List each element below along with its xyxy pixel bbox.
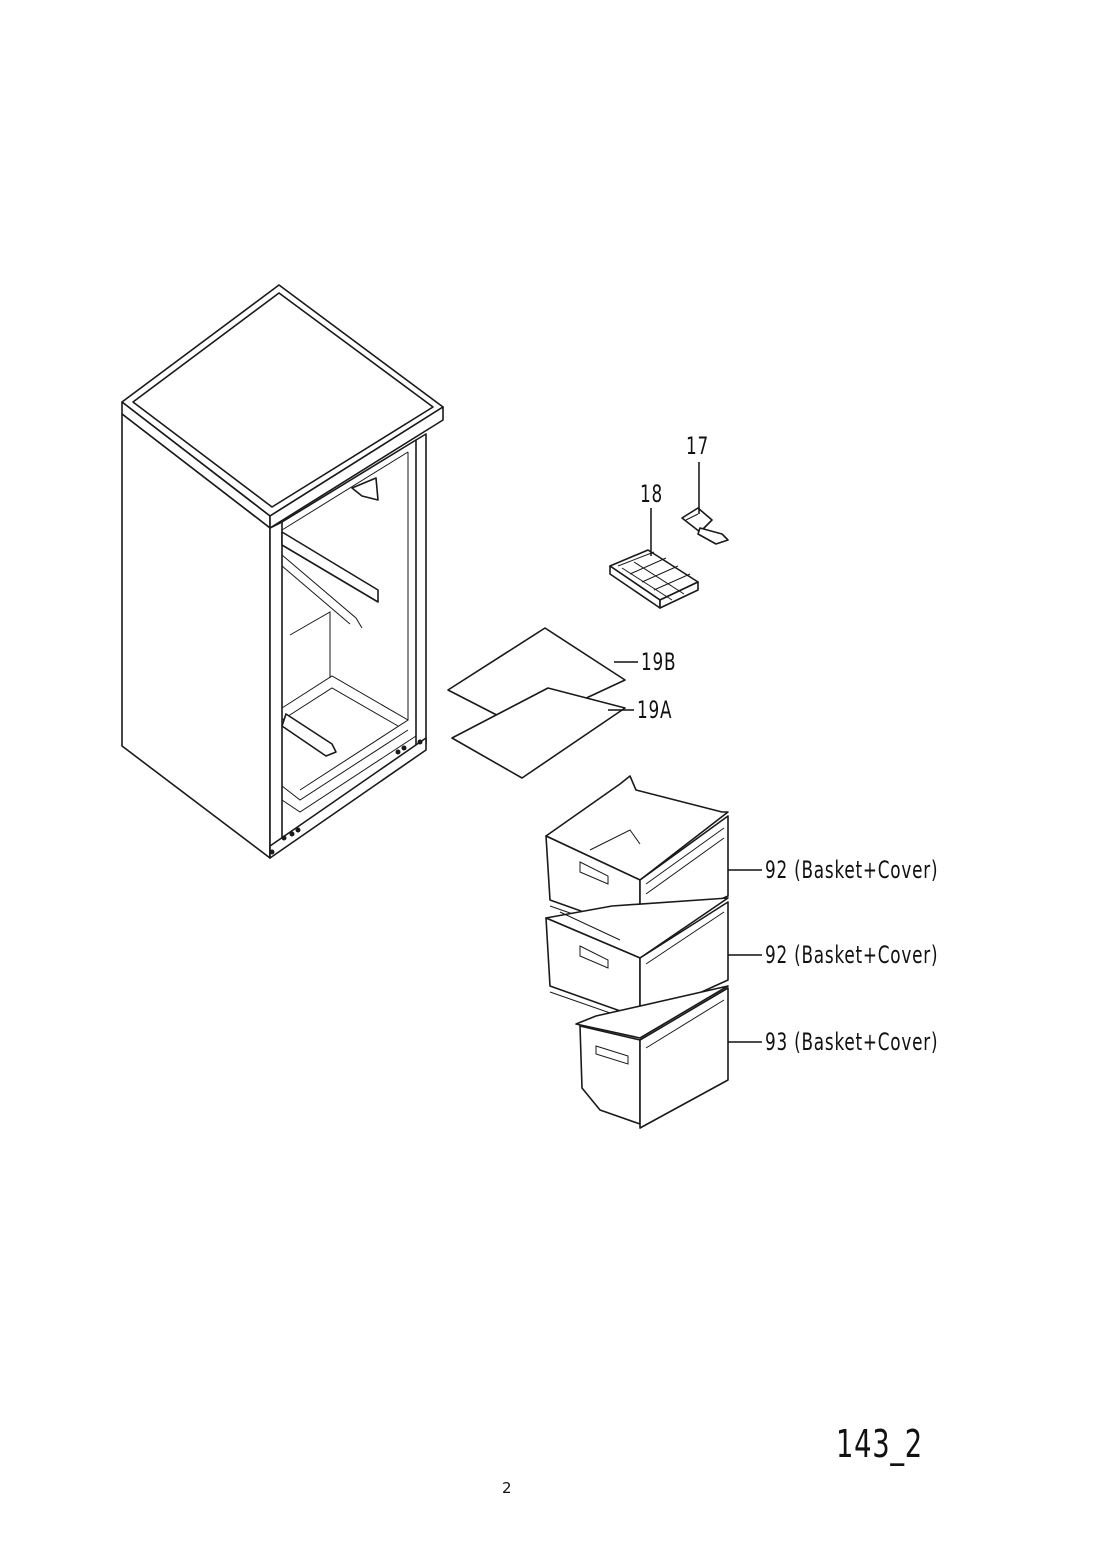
callout-basket-middle: 92 (Basket+Cover): [765, 941, 939, 969]
ice-scoop: [681, 507, 729, 545]
callout-18: 18: [640, 480, 663, 508]
callout-17: 17: [686, 432, 709, 460]
shelf-19a: [451, 687, 626, 779]
callout-19a: 19A: [637, 696, 673, 724]
drawing-id: 143_2: [836, 1422, 923, 1466]
callout-basket-bottom: 93 (Basket+Cover): [765, 1028, 939, 1056]
callout-19b: 19B: [641, 648, 677, 676]
basket-middle: [545, 897, 729, 1023]
freezer-cabinet: [121, 284, 444, 859]
basket-bottom: [575, 985, 729, 1129]
page-number: 2: [502, 1479, 512, 1497]
ice-tray: [609, 549, 699, 609]
callout-basket-top: 92 (Basket+Cover): [765, 856, 939, 884]
